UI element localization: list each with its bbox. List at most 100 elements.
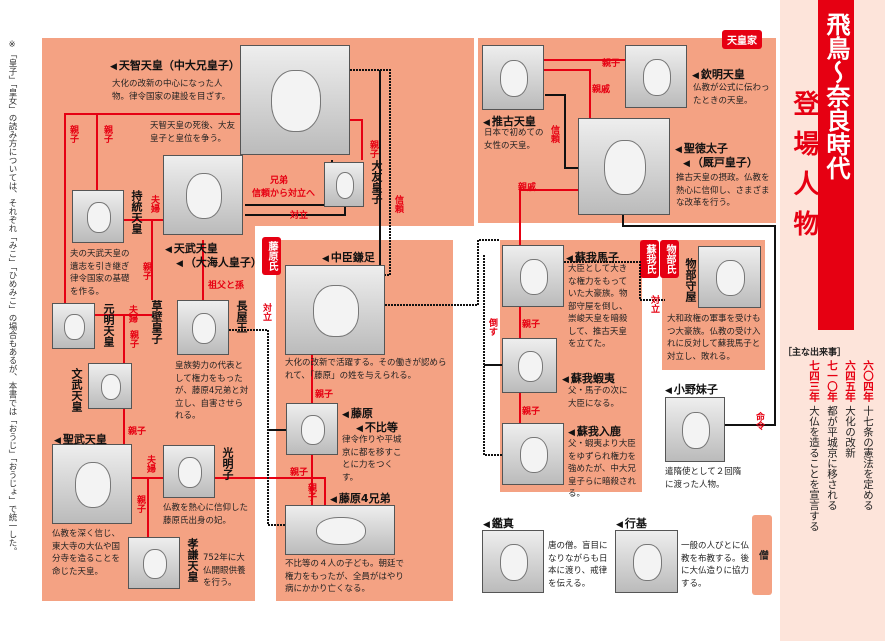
rel-kyodai: 兄弟: [270, 176, 289, 186]
name-iruka: 蘇我入鹿: [568, 423, 621, 439]
rel-shinseki: 親戚: [592, 85, 611, 95]
name-tenmu: 天武天皇: [165, 240, 218, 256]
rel-shinrai-tairitsu: 信頼から対立へ: [252, 189, 316, 199]
tag-imperial: 天皇家: [722, 30, 762, 49]
event-item: 七一〇年 都が平城京に移される: [825, 360, 840, 600]
events-list: 六〇四年 十七条の憲法を定める 六四五年 大化の改新 七一〇年 都が平城京に移さ…: [786, 360, 876, 600]
rel-fufu: 夫婦: [127, 305, 137, 323]
rel-fufu: 夫婦: [145, 455, 155, 473]
rel-oyako: 親子: [602, 59, 621, 69]
name-jito: 持統天皇: [130, 190, 143, 234]
portrait-shotoku: [578, 118, 670, 215]
event-text: 十七条の憲法を定める: [862, 405, 874, 511]
name-tenmu-alt: （大海人皇子）: [176, 254, 262, 270]
portrait-otomo: [324, 162, 364, 207]
portrait-iruka: [502, 423, 564, 485]
desc-suiko: 日本で初めての女性の天皇。: [484, 128, 544, 151]
portrait-koken: [128, 537, 180, 589]
portrait-moriya: [698, 246, 761, 308]
rel-shinrai: 信頼: [393, 195, 403, 213]
desc-komyo: 仏教を熱心に信仰した藤原氏出身の妃。: [163, 503, 249, 526]
portrait-gyoki: [615, 530, 678, 593]
portrait-monmu: [88, 363, 132, 409]
era-title: 飛鳥～奈良時代: [818, 0, 854, 330]
portrait-emishi: [502, 338, 557, 393]
rel-tairitsu: 対立: [261, 303, 271, 321]
desc-moriya: 大和政権の軍事を受けもつ大豪族。仏教の受け入れに反対して蘇我馬子と対立し、敗れる…: [667, 314, 761, 362]
subtitle: 登場人物: [789, 90, 819, 250]
rel-oyako: 親子: [128, 427, 147, 437]
rel-oyako: 親子: [306, 483, 316, 501]
name-imoko: 小野妹子: [665, 381, 718, 397]
name-komyo: 光明子: [221, 447, 234, 480]
event-text: 大仏を造ることを宣言する: [808, 405, 820, 532]
desc-ganjin: 唐の僧。盲目になりながらも日本に渡り、戒律を伝える。: [548, 541, 608, 589]
desc-shomu: 仏教を深く信じ、東大寺の大仏や国分寺を造ることを命じた天皇。: [52, 529, 121, 577]
desc-nagaya: 皇族勢力の代表として権力をもったが、藤原4兄弟と対立し、自害させられる。: [175, 361, 249, 421]
name-shomu: 聖武天皇: [54, 431, 107, 447]
event-text: 都が平城京に移される: [826, 405, 838, 511]
name-four-brothers: 藤原4兄弟: [330, 490, 391, 506]
portrait-imoko: [665, 397, 725, 462]
rel-fufu: 夫婦: [149, 195, 159, 213]
portrait-suiko: [482, 45, 544, 110]
rel-shinrai: 信頼: [549, 125, 559, 143]
tag-soga: 蘇我氏: [640, 240, 659, 278]
portrait-tenmu: [163, 155, 243, 235]
name-emishi: 蘇我蝦夷: [562, 370, 615, 386]
name-fuhito-2: 不比等: [356, 419, 398, 435]
desc-emishi: 父・馬子の次に大臣になる。: [568, 386, 628, 409]
reading-note: ※「皇子」「皇女」の読み方については、それぞれ「みこ」「ひめみこ」の場合もあるが…: [7, 40, 17, 556]
name-koken: 孝謙天皇: [186, 538, 199, 582]
rel-oyako: 親子: [102, 125, 112, 143]
desc-tenji: 大化の改新の中心になった人物。律令国家の建設を目ざす。: [112, 79, 231, 102]
desc-kamatari: 大化の改新で活躍する。その働きが認められて、「藤原」の姓を与えられる。: [285, 358, 447, 381]
events-heading: ［主な出来事］: [783, 348, 847, 358]
rel-oyako: 親子: [128, 330, 138, 348]
tag-mononobe: 物部氏: [660, 240, 679, 278]
name-shotoku-alt: （厩戸皇子）: [683, 154, 758, 170]
rel-sofu: 祖父と孫: [208, 281, 245, 291]
portrait-ganjin: [482, 530, 544, 593]
portrait-genmei: [52, 303, 95, 349]
desc-imoko: 遣隋使として２回隋に渡った人物。: [665, 467, 742, 490]
desc-umako: 大臣として大きな権力をもっていた大豪族。物部守屋を倒し、崇峻天皇を暗殺して、推古…: [568, 264, 628, 349]
name-shotoku: 聖徳太子: [675, 140, 728, 156]
event-year: 七四三年: [808, 360, 820, 402]
rel-tairitsu: 対立: [649, 295, 659, 313]
rel-oyako: 親子: [522, 320, 541, 330]
portrait-kamatari: [285, 265, 385, 355]
event-item: 七四三年 大仏を造ることを宣言する: [807, 360, 822, 600]
rel-oyako: 親子: [141, 262, 151, 280]
rel-meirei: 命令: [754, 412, 764, 430]
rel-oyako: 親子: [135, 495, 145, 513]
rel-tairitsu: 対立: [290, 211, 309, 221]
event-item: 六〇四年 十七条の憲法を定める: [861, 360, 876, 600]
portrait-tenji: [240, 45, 350, 155]
name-umako: 蘇我馬子: [566, 249, 619, 265]
name-kusakabe: 草壁皇子: [150, 300, 163, 344]
name-suiko: 推古天皇: [483, 113, 536, 129]
desc-koken: 752年に大仏開眼供養を行う。: [203, 553, 246, 588]
desc-jito: 夫の天武天皇の遺志を引き継ぎ律令国家の基礎を作る。: [70, 249, 130, 297]
name-gyoki: 行基: [616, 515, 647, 531]
rel-oyako: 親子: [290, 468, 309, 478]
name-moriya: 物部守屋: [684, 258, 697, 302]
event-year: 六四五年: [844, 360, 856, 402]
portrait-shomu: [52, 444, 132, 524]
name-monmu: 文武天皇: [70, 368, 83, 412]
desc-iruka: 父・蝦夷より大臣をゆずられ権力を強めたが、中大兄皇子らに暗殺される。: [568, 439, 637, 499]
rel-oyako: 親子: [68, 125, 78, 143]
rel-oyako: 親子: [522, 407, 541, 417]
rel-oyako: 親子: [315, 390, 334, 400]
desc-kinmei: 仏教が公式に伝わったときの天皇。: [693, 83, 770, 106]
portrait-four-brothers: [285, 505, 395, 555]
desc-fuhito: 律令作りや平城京に都を移すことに力をつくす。: [342, 435, 402, 483]
event-year: 七一〇年: [826, 360, 838, 402]
event-year: 六〇四年: [862, 360, 874, 402]
name-nagaya: 長屋王: [235, 300, 248, 333]
desc-four-brothers: 不比等の４人の子ども。朝廷で権力をもったが、全員がはやり病にかかり亡くなる。: [285, 559, 405, 594]
name-kamatari: 中臣鎌足: [322, 249, 375, 265]
event-item: 六四五年 大化の改新: [843, 360, 858, 600]
rel-shinseki: 親戚: [518, 183, 537, 193]
